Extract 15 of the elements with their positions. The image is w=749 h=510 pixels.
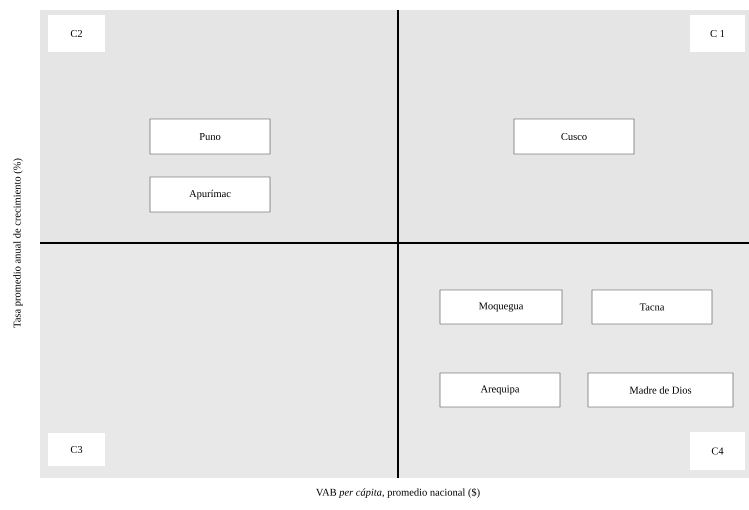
quadrant-label: C3 bbox=[48, 433, 105, 466]
axis-title: VAB per cápita, promedio nacional ($) bbox=[316, 488, 480, 498]
region-box: Moquegua bbox=[440, 290, 562, 324]
axis-title: Tasa promedio anual de crecimiento (%) bbox=[13, 158, 23, 328]
quadrant-label: C 1 bbox=[690, 15, 745, 52]
region-box: Madre de Dios bbox=[588, 372, 734, 408]
quadrant-panel bbox=[398, 10, 749, 243]
region-box: Cusco bbox=[514, 118, 634, 154]
quadrant-panel bbox=[40, 243, 398, 478]
quadrant-label: C4 bbox=[690, 432, 745, 470]
region-box: Apurímac bbox=[150, 176, 270, 212]
quadrant-label: C2 bbox=[48, 15, 105, 52]
region-box: Arequipa bbox=[440, 372, 560, 408]
region-box: Puno bbox=[150, 118, 270, 154]
region-box: Tacna bbox=[592, 290, 712, 324]
